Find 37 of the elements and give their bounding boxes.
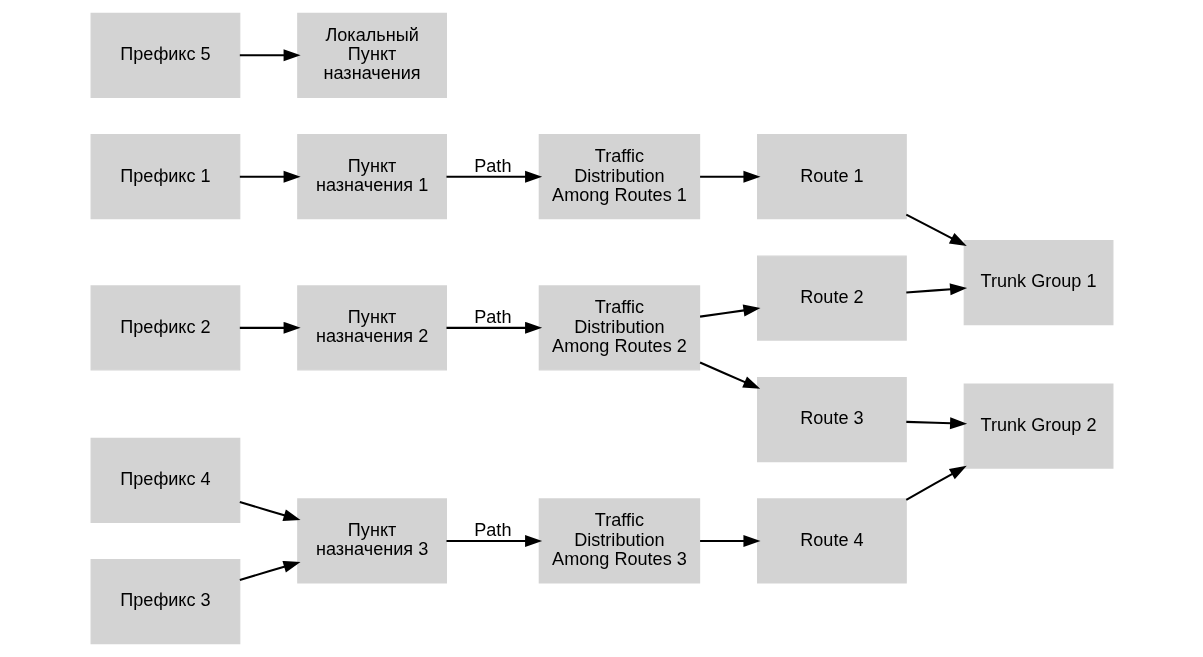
arrow — [446, 170, 542, 183]
node-box: Префикс 2 — [90, 285, 240, 371]
node-box: Пункт назначения 2 — [296, 285, 447, 371]
node-box: Префикс 5 — [90, 12, 240, 98]
arrow — [239, 49, 301, 62]
node-box: Trunk Group 1 — [963, 240, 1113, 326]
arrow — [905, 417, 967, 430]
node-box: Пункт назначения 1 — [296, 134, 447, 220]
arrow — [239, 501, 301, 521]
node-box: Route 4 — [756, 498, 907, 584]
node-box: Traffic Distribution Among Routes 1 — [538, 134, 700, 220]
arrow — [239, 321, 301, 334]
node-box: Route 3 — [756, 376, 907, 463]
arrow — [699, 361, 760, 389]
edge-label: Path — [473, 155, 511, 176]
arrow — [446, 535, 542, 547]
arrow — [239, 170, 301, 183]
node-box: Trunk Group 2 — [963, 383, 1113, 469]
edge-label: Path — [473, 520, 511, 541]
arrow — [699, 304, 760, 318]
edge-label: Path — [473, 306, 511, 327]
arrow — [905, 283, 967, 296]
node-box: Префикс 1 — [90, 134, 240, 220]
node-box: Префикс 4 — [90, 437, 240, 523]
node-box: Route 2 — [756, 255, 907, 341]
arrow — [699, 170, 760, 183]
node-box: Префикс 3 — [90, 559, 240, 645]
node-box: Traffic Distribution Among Routes 3 — [538, 498, 700, 584]
arrow — [446, 321, 542, 334]
node-box: Route 1 — [756, 134, 907, 220]
node-box: Локальный Пункт назначения — [296, 12, 447, 98]
node-box: Пункт назначения 3 — [296, 498, 447, 584]
arrow — [905, 465, 967, 501]
arrow — [699, 535, 760, 547]
arrow — [905, 213, 967, 247]
arrow — [239, 561, 301, 581]
node-box: Traffic Distribution Among Routes 2 — [538, 285, 700, 371]
